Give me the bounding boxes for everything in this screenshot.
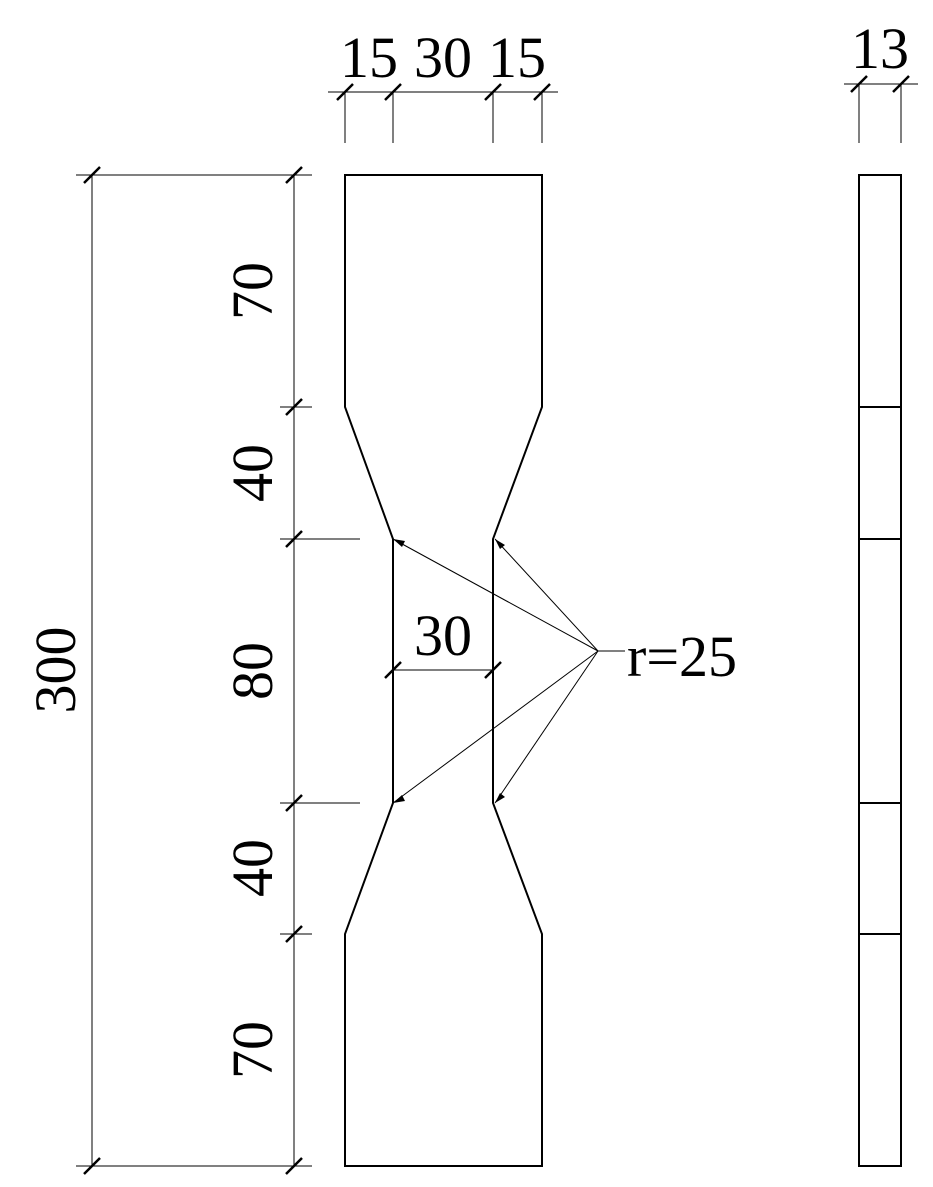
- segment-label-grip-top: 70: [220, 262, 285, 320]
- top-width-dimension: 15 30 15: [328, 25, 558, 143]
- gauge-width-label: 30: [414, 603, 472, 668]
- segment-label-taper-top: 40: [220, 444, 285, 502]
- dim-label-right: 15: [488, 25, 546, 90]
- overall-length-dimension: 300: [23, 166, 312, 1175]
- radius-leaders: r=25: [392, 538, 737, 804]
- thickness-dimension: 13: [844, 16, 918, 143]
- segment-label-gauge: 80: [220, 642, 285, 700]
- segment-label-taper-bottom: 40: [220, 839, 285, 897]
- radius-label: r=25: [627, 624, 737, 689]
- dim-label-left: 15: [340, 25, 398, 90]
- overall-length-label: 300: [23, 627, 88, 714]
- thickness-label: 13: [851, 16, 909, 81]
- dim-label-middle: 30: [414, 25, 472, 90]
- gauge-width-dimension: 30: [384, 603, 502, 679]
- segment-dimension-chain: 70 40 80 40 70: [220, 166, 360, 1175]
- segment-label-grip-bottom: 70: [220, 1021, 285, 1079]
- specimen-side-view: [858, 174, 902, 1167]
